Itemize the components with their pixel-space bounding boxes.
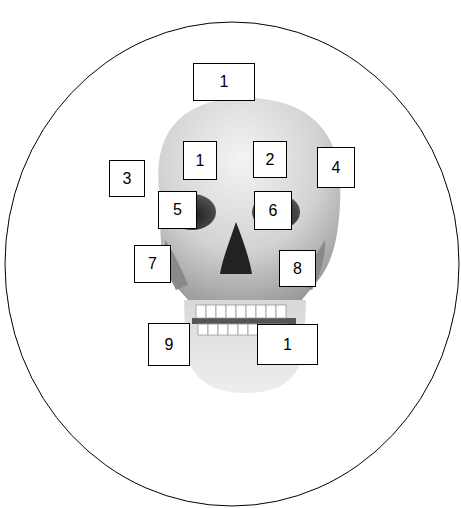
callout-number: 2 [266,151,275,169]
cranium [158,98,340,302]
callout-box: 9 [148,323,190,366]
callout-box: 4 [317,147,355,188]
callout-number: 3 [123,170,132,188]
callout-box: 1 [257,324,318,365]
nasal-cavity [220,222,252,274]
callout-box: 5 [158,191,197,229]
callout-number: 6 [269,202,278,220]
outline-circle [5,22,459,506]
callout-number: 5 [173,201,182,219]
mandible [184,300,306,393]
callout-number: 1 [283,336,292,354]
callout-box: 7 [134,245,171,283]
callout-number: 1 [220,73,229,91]
callout-box: 8 [279,250,316,287]
callout-box: 1 [193,63,255,101]
callout-number: 9 [165,336,174,354]
callout-box: 6 [254,191,292,230]
callout-number: 7 [148,255,157,273]
callout-number: 8 [293,260,302,278]
callout-number: 1 [196,152,205,170]
callout-box: 2 [253,141,287,178]
callout-box: 3 [109,160,145,197]
callout-box: 1 [183,141,217,180]
callout-number: 4 [332,159,341,177]
